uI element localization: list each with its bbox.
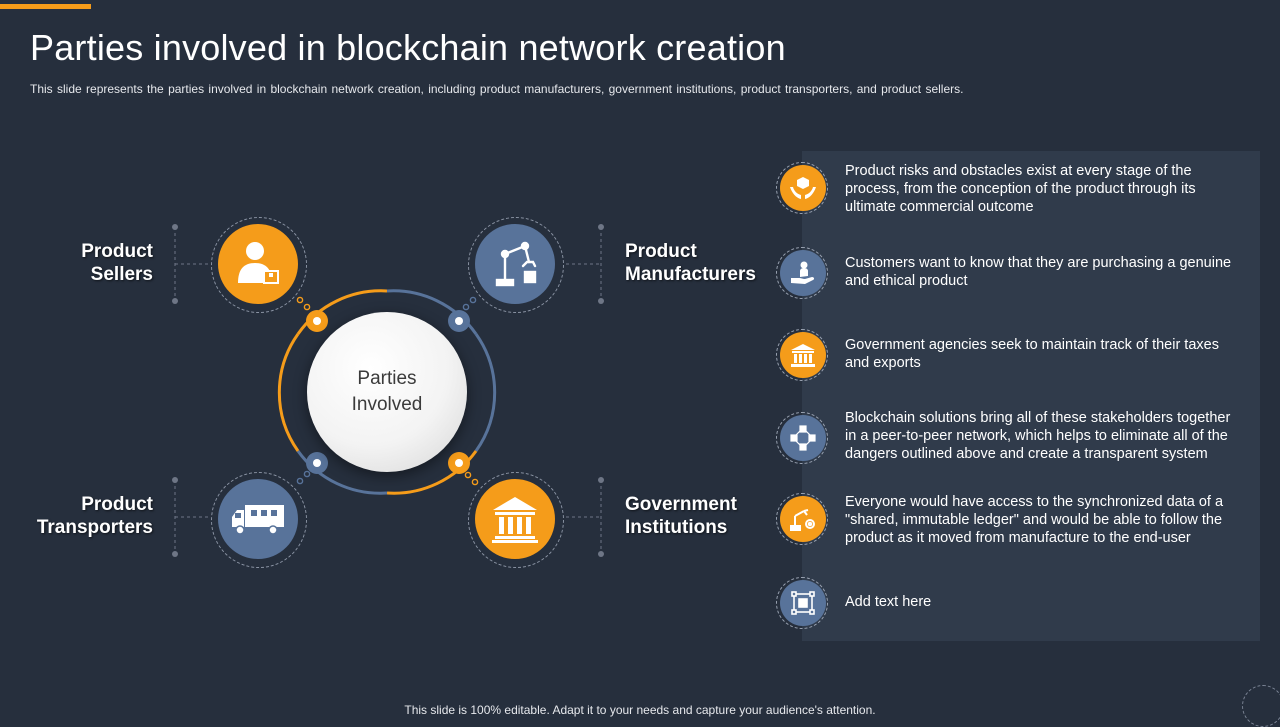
party-label-sellers: Product Sellers (81, 241, 153, 285)
info-item-text: Product risks and obstacles exist at eve… (845, 163, 1196, 215)
ring-arc-right (474, 333, 497, 452)
info-item-text: Government agencies seek to maintain tra… (845, 337, 1219, 371)
party-label-manufacturers: Product Manufacturers (625, 241, 756, 285)
party-label-government: Government Institutions (625, 494, 737, 538)
network-cubes-icon (780, 415, 826, 461)
center-label-line1: Parties (357, 368, 417, 389)
center-circle: Parties Involved (307, 312, 467, 472)
transporters-icon-ring (211, 472, 307, 568)
bank-building-icon (780, 332, 826, 378)
page-subtitle: This slide represents the parties involv… (30, 82, 964, 96)
government-icon-ring (468, 472, 564, 568)
footer-note: This slide is 100% editable. Adapt it to… (404, 703, 876, 717)
center-label: Parties Involved (337, 366, 437, 418)
corner-decoration (1242, 685, 1280, 727)
government-building-icon (475, 479, 555, 559)
info-item-text: Customers want to know that they are pur… (845, 255, 1232, 289)
accent-bar (0, 4, 91, 9)
hands-box-icon (780, 165, 826, 211)
manufacturers-icon-ring (468, 217, 564, 313)
center-label-line2: Involved (351, 394, 423, 415)
delivery-truck-icon (218, 479, 298, 559)
ring-arc-left (277, 333, 300, 452)
page-title: Parties involved in blockchain network c… (30, 27, 786, 68)
robotic-arm-icon (475, 224, 555, 304)
info-item-text: Add text here (845, 594, 932, 610)
info-item-text: Blockchain solutions bring all of these … (845, 410, 1231, 462)
sellers-icon-ring (211, 217, 307, 313)
info-item-text: Everyone would have access to the synchr… (845, 494, 1224, 546)
seller-person-icon (218, 224, 298, 304)
robot-arm-gear-icon (780, 496, 826, 542)
blockchain-network-icon (780, 580, 826, 626)
info-panel: Product risks and obstacles exist at eve… (776, 151, 1260, 641)
hand-person-icon (780, 250, 826, 296)
party-label-transporters: Product Transporters (36, 494, 153, 538)
